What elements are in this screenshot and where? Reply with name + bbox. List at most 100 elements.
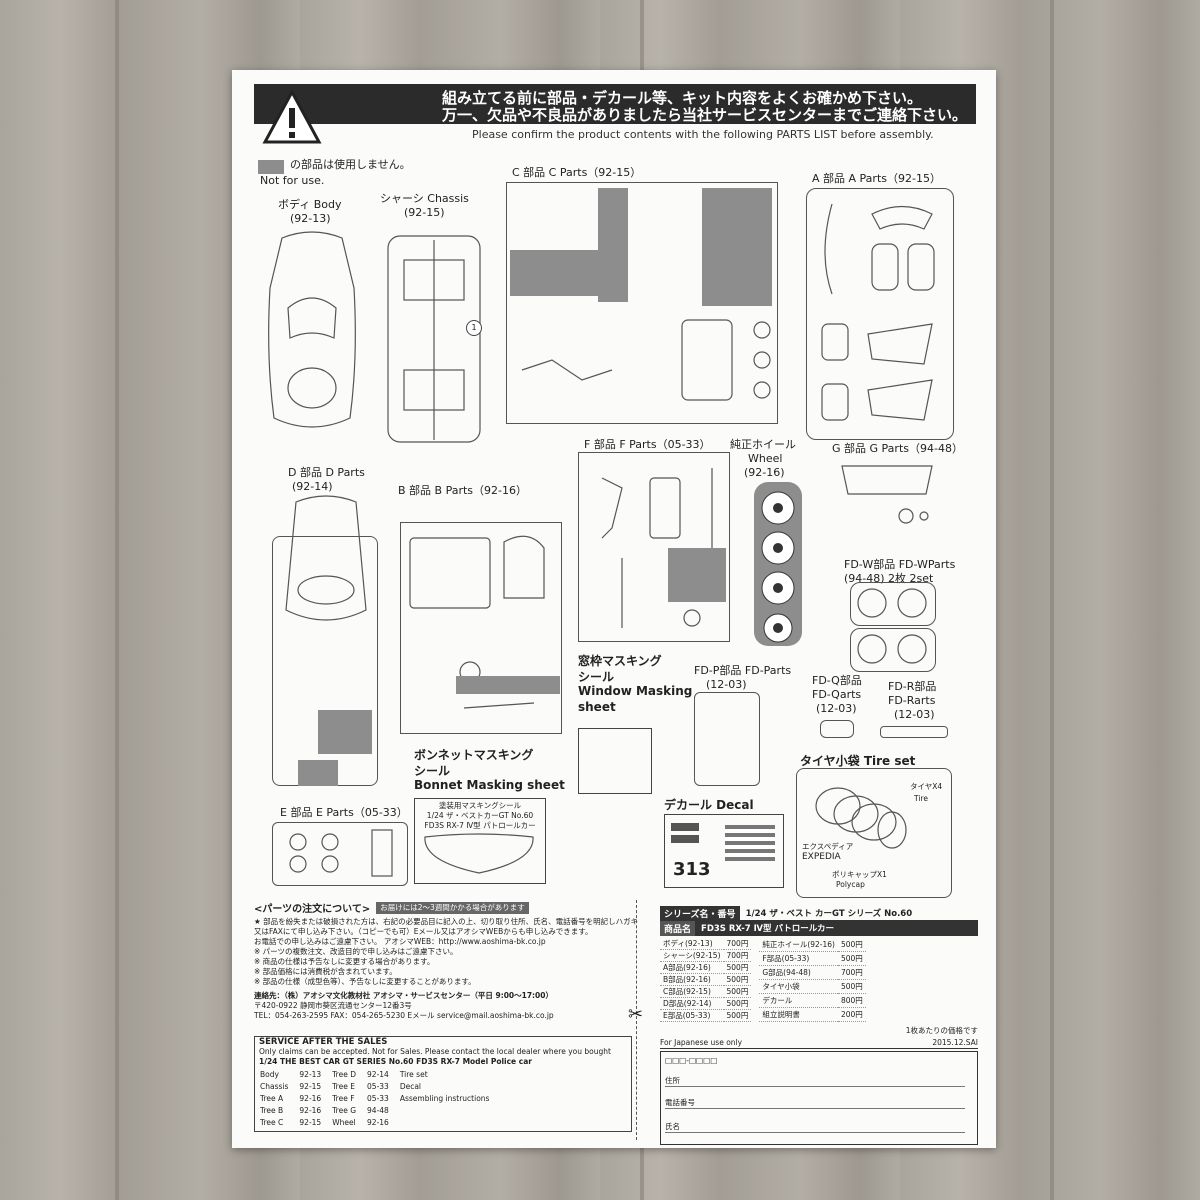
b-parts-tree [400,522,562,734]
tire-label-en: Tire [914,794,928,803]
c-parts-unused-1 [510,250,598,296]
price-row: 純正ホイール(92-16)500円 [759,938,866,952]
price-row: C部品(92-15)500円 [660,985,752,998]
price-item: ボディ(92-13) [660,938,724,950]
not-for-use-swatch [258,160,284,174]
cut-line [636,900,637,1140]
wheel-label-en: Wheel [748,452,783,465]
service-cell: 05-33 [367,1082,389,1091]
price-row: ボディ(92-13)700円 [660,938,752,950]
service-cell: Tree D [332,1070,356,1079]
d-parts-label: D 部品 D Parts [288,466,365,479]
bonnet-outline [424,833,534,874]
e-parts-label: E 部品 E Parts（05-33） [280,806,408,819]
fdq-label-2: FD-Qarts [812,688,862,701]
service-cell: 92-16 [299,1106,322,1115]
service-cell: Wheel [332,1118,356,1127]
warning-jp-line-2: 万一、欠品や不良品がありましたら当社サービスセンターまでご連絡下さい。 [442,106,968,124]
fdr-code: (12-03) [894,708,935,721]
product-label: 商品名 [660,921,696,936]
price-value: 500円 [723,985,752,998]
service-cell: Decal [399,1082,422,1091]
e-parts-drawing [289,829,393,877]
service-box: SERVICE AFTER THE SALES Only claims can … [254,1036,632,1132]
price-list: シリーズ名・番号 1/24 ザ・ベスト カーGT シリーズ No.60 商品名 … [660,906,978,1145]
polycap-en: Polycap [836,880,865,889]
polycap-jp: ポリキャップX1 [832,870,887,879]
price-value: 500円 [723,961,752,974]
price-item: G部品(94-48) [759,965,838,980]
chassis-drawing [387,235,481,443]
price-item: タイヤ小袋 [759,979,838,994]
bonnet-masking-jp1: ボンネットマスキング [414,748,534,762]
d-parts-unused [318,710,372,754]
price-value: 500円 [837,938,866,952]
service-cell: Tree F [332,1094,355,1103]
service-line-2: 1/24 THE BEST CAR GT SERIES No.60 FD3S R… [259,1057,532,1066]
b-parts-label: B 部品 B Parts（92-16） [398,484,527,497]
price-value: 700円 [837,965,866,980]
c-parts-drawing [521,319,771,401]
e-parts-tree [272,822,408,886]
tire-drawing [815,787,907,849]
b-parts-drawing [409,535,545,709]
price-value: 500円 [723,997,752,1010]
bonnet-masking-sheet: 塗装用マスキングシール 1/24 ザ・ベストカーGT No.60 FD3S RX… [414,798,546,884]
address-field[interactable]: 住所 [665,1076,965,1087]
service-cell: 92-15 [299,1082,322,1091]
price-row: A部品(92-16)500円 [660,961,752,974]
warning-banner: 組み立てる前に部品・デカール等、キット内容をよくお確かめ下さい。 万一、欠品や不… [254,84,976,148]
service-cell: Tree B [260,1106,284,1115]
service-cell: Chassis [260,1082,289,1091]
fdw-code: (94-48) 2枚 2set [844,572,934,585]
product-name: FD3S RX-7 Ⅳ型 パトロールカー [695,921,978,936]
price-value: 500円 [723,1009,752,1022]
wheel-code: (92-16) [744,466,785,479]
service-cell: Assembling instructions [399,1094,490,1103]
fdp-label: FD-P部品 FD-Parts [694,664,792,677]
postal-code-field[interactable]: □□□-□□□□ [665,1056,718,1065]
service-cell: 94-48 [367,1106,389,1115]
g-parts-drawing [841,465,933,524]
window-masking-en1: Window Masking [578,684,693,698]
price-value: 200円 [837,1007,866,1023]
price-item: デカール [759,993,838,1008]
decal-label: デカール Decal [664,798,754,812]
print-date: 2015.12.SAI [932,1038,978,1047]
price-item: 純正ホイール(92-16) [759,938,838,952]
price-item: D部品(92-14) [660,997,724,1010]
service-cell: 92-16 [299,1094,322,1103]
contact-line-3: TEL：054-263-2595 FAX：054-265-5230 Eメール s… [254,1011,554,1020]
decal-number: 313 [673,859,711,880]
fdp-tree [694,692,760,786]
fdq-part [820,720,854,738]
fdw-drawing [857,588,927,664]
order-line: ※ パーツの複数注文、改造目的で申し込みはご遠慮下さい。 [254,947,458,956]
body-drawing [268,231,356,428]
price-item: 組立説明書 [759,1007,838,1023]
order-line: ※ 部品の仕様（成型色等）、予告なしに変更することがあります。 [254,977,476,986]
fdw-label: FD-W部品 FD-WParts [844,558,956,571]
decal-sheet: 313 [664,814,784,888]
bonnet-sheet-title-3: FD3S RX-7 Ⅳ型 パトロールカー [424,821,536,830]
phone-field[interactable]: 電話番号 [665,1098,965,1109]
service-cell: 92-15 [299,1118,322,1127]
price-value: 500円 [837,979,866,994]
bonnet-masking-jp2: シール [414,764,451,778]
name-field[interactable]: 氏名 [665,1122,965,1133]
order-info: <パーツの注文について> お届けには2～3週間かかる場合があります ★ 部品を紛… [254,900,638,1021]
chassis-label: シャーシ Chassis [380,192,469,205]
bonnet-masking-en: Bonnet Masking sheet [414,778,565,792]
service-cell [399,1105,500,1117]
instruction-sheet: 組み立てる前に部品・デカール等、キット内容をよくお確かめ下さい。 万一、欠品や不… [232,70,996,1148]
price-item: C部品(92-15) [660,985,724,998]
price-value: 500円 [837,951,866,966]
bonnet-sheet-title-1: 塗装用マスキングシール [438,801,522,810]
price-item: E部品(05-33) [660,1009,724,1022]
fdp-code: (12-03) [706,678,747,691]
